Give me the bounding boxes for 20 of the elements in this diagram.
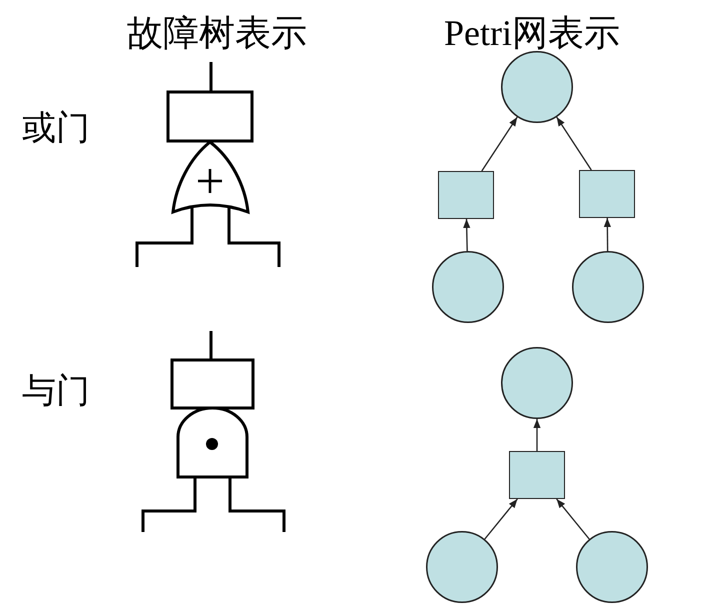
row-label: 与门 <box>22 375 90 409</box>
place-circle <box>426 531 498 603</box>
arrow <box>556 116 592 170</box>
place-circle <box>501 347 573 419</box>
place-circle <box>576 531 648 603</box>
transition-square <box>438 171 494 219</box>
arrow <box>604 218 611 251</box>
column-heading: 故障树表示 <box>127 15 307 51</box>
arrow <box>556 498 590 540</box>
arrow <box>533 419 541 451</box>
arrow <box>463 218 470 252</box>
place-circle <box>572 251 644 323</box>
place-circle <box>501 51 573 123</box>
arrow <box>481 116 518 172</box>
transition-square <box>509 451 565 499</box>
transition-square <box>579 170 635 218</box>
arrow <box>484 498 518 540</box>
row-label: 或门 <box>22 112 90 146</box>
place-circle <box>432 251 504 323</box>
column-heading: Petri网表示 <box>444 15 620 51</box>
